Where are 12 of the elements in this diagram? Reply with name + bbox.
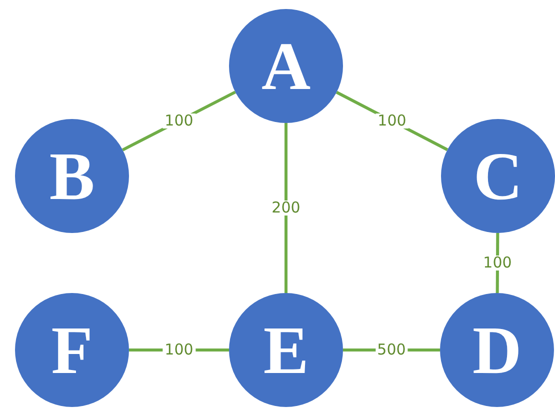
node-letter: F — [51, 316, 93, 384]
edge-label: 500 — [375, 342, 408, 358]
edge-line — [284, 123, 288, 293]
edge-label: 100 — [162, 342, 196, 358]
node-letter: A — [261, 32, 311, 100]
node-letter: C — [473, 142, 523, 210]
node-letter: D — [472, 316, 522, 384]
node-letter: B — [49, 142, 95, 210]
edge-label: 100 — [162, 114, 196, 128]
edge-label: 100 — [376, 114, 408, 128]
edge-label: 200 — [270, 200, 302, 216]
node-letter: E — [263, 316, 309, 384]
